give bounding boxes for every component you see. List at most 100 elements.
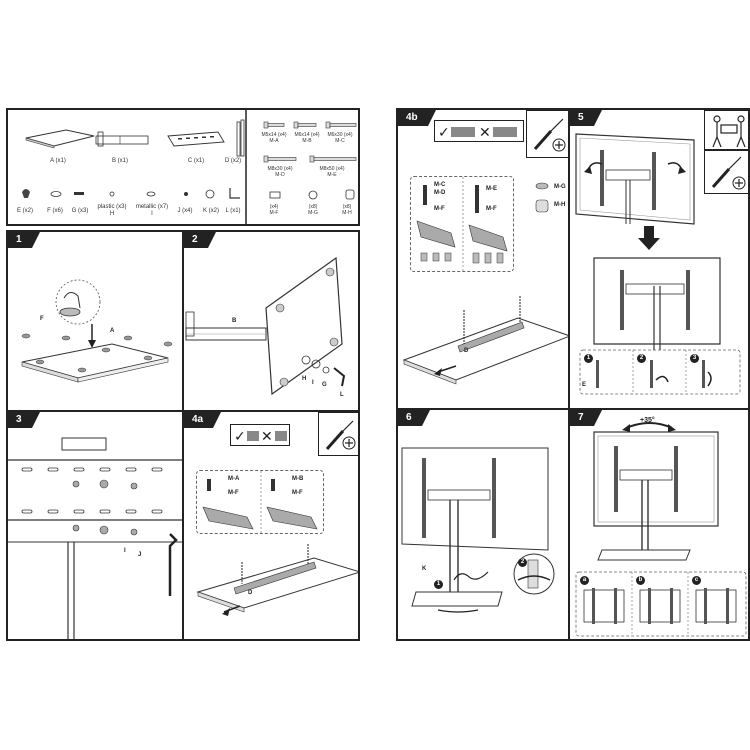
spacer-mf-tag: M-F [228, 490, 239, 496]
part-l-label: L (x1) [225, 208, 241, 214]
spacer-mh-label: (x8) [342, 204, 352, 210]
spacer-mg-tag: M-G [554, 184, 566, 190]
screwdriver-icon [533, 118, 564, 150]
step-number: 2 [184, 232, 215, 248]
callout-h: H [302, 376, 307, 382]
step-6-drawing [401, 447, 555, 613]
step-7-panel: 7 +35° a b c [568, 408, 750, 641]
spacer-mg-sub: M-G [308, 210, 318, 216]
step-1-drawing [21, 279, 173, 383]
part-e-label: E (x2) [16, 208, 33, 214]
bracket-icon [247, 431, 259, 441]
step-7-drawing [575, 422, 747, 637]
step-number: 7 [570, 410, 601, 426]
step-2-panel: 2 B H I G L [182, 230, 360, 412]
screw-me-sub: M-E [327, 172, 337, 178]
tool-box [318, 412, 358, 456]
screw-mc-label: M6x30 (x4) [327, 132, 353, 138]
substep-3-badge: 3 [690, 354, 699, 363]
part-a-label: A (x1) [50, 158, 66, 164]
spacer-mh-sub: M-H [342, 210, 352, 216]
spacer-mf-tag: M-F [434, 206, 445, 212]
screw-option-box [410, 176, 514, 273]
spacer-mf-tag-2: M-F [292, 490, 303, 496]
screw-me-label: M8x50 (x4) [319, 166, 345, 172]
substep-1-badge: 1 [584, 354, 593, 363]
callout-f: F [40, 316, 44, 322]
parts-drawing [22, 110, 357, 224]
step-number: 1 [8, 232, 39, 248]
step-4a-panel: 4a ✓ ✕ [182, 410, 360, 641]
part-h-sub: H [109, 211, 115, 217]
callout-d: D [464, 348, 469, 354]
checkmark-icon: ✓ [438, 125, 450, 141]
step-number: 4a [184, 412, 222, 428]
part-d-label: D (x2) [224, 158, 242, 164]
spacer-mf-tag-2: M-F [486, 206, 497, 212]
screw-mb-sub: M-B [302, 138, 312, 144]
step-number: 4b [398, 110, 436, 126]
substep-b-badge: b [636, 576, 645, 585]
callout-i: I [124, 548, 126, 554]
tool-box [704, 150, 748, 194]
bracket-icon [493, 127, 517, 137]
step-number: 3 [8, 412, 39, 428]
left-instruction-page: A (x1) B (x1) C (x1) D (x2) E (x2) F (x6… [6, 108, 360, 641]
step-3-drawing [8, 437, 182, 639]
part-i-sub: I [151, 211, 153, 217]
screw-option-box [196, 470, 324, 535]
substep-c-badge: c [692, 576, 701, 585]
phillips-plus-icon [732, 176, 746, 190]
two-person-icon [712, 115, 746, 148]
tool-box-people [704, 110, 748, 150]
part-j-label: J (x4) [177, 208, 193, 214]
screw-me-tag: M-E [486, 186, 497, 192]
step-5-panel: 5 [568, 108, 750, 410]
callout-a: A [110, 328, 115, 334]
callout-k: K [422, 566, 427, 572]
substep-1-badge: 1 [434, 580, 443, 589]
screw-mb-label: M6x14 (x4) [294, 132, 320, 138]
substep-2-badge: 2 [637, 354, 646, 363]
part-i-label: metallic (x7) [135, 204, 169, 210]
screw-mb-tag: M-B [292, 476, 304, 482]
part-k-label: K (x2) [202, 208, 219, 214]
substep-a-badge: a [580, 576, 589, 585]
screw-ma-sub: M-A [269, 138, 279, 144]
step-number: 6 [398, 410, 429, 426]
phillips-plus-icon [552, 138, 566, 152]
right-instruction-page: 4b ✓ ✕ [396, 108, 750, 641]
spacer-mf-label: (x4) [269, 204, 279, 210]
tool-box [526, 110, 568, 158]
rotation-angle-label: +35° [640, 417, 655, 424]
step-6-panel: 6 1 2 K [396, 408, 570, 641]
screwdriver-icon [325, 420, 354, 450]
callout-e: E [582, 382, 587, 388]
part-f-label: F (x6) [47, 208, 63, 214]
step-2-drawing [185, 256, 346, 396]
screw-ma-tag: M-A [228, 476, 240, 482]
phillips-plus-icon [342, 436, 356, 450]
spacer-mg-label: (x8) [308, 204, 318, 210]
spacer-mf-sub: M-F [269, 210, 279, 216]
callout-g: G [322, 382, 327, 388]
screw-md-sub: M-D [275, 172, 285, 178]
spacer-mh-tag: M-H [554, 202, 566, 208]
check-cross-box: ✓ ✕ [434, 120, 524, 142]
parts-list-panel: A (x1) B (x1) C (x1) D (x2) E (x2) F (x6… [6, 108, 360, 226]
callout-l: L [340, 392, 344, 398]
screw-ma-label: M5x14 (x4) [261, 132, 287, 138]
step-1-panel: 1 F A [6, 230, 184, 412]
callout-i: I [312, 380, 314, 386]
part-c-label: C (x1) [187, 158, 205, 164]
substep-2-badge: 2 [518, 558, 527, 567]
cross-icon: ✕ [261, 429, 273, 445]
callout-j: J [138, 552, 142, 558]
screw-mc-sub: M-C [335, 138, 345, 144]
screw-mc-tag: M-C [434, 182, 446, 188]
screwdriver-icon [711, 156, 742, 188]
step-number: 5 [570, 110, 601, 126]
screw-md-tag: M-D [434, 190, 446, 196]
callout-b: B [232, 318, 237, 324]
step-3-panel: 3 I J [6, 410, 184, 641]
